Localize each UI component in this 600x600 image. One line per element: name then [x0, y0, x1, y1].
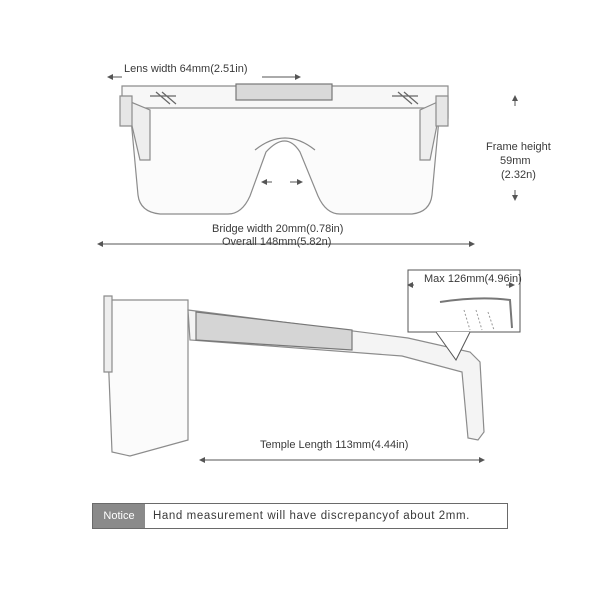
notice-bar: Notice Hand measurement will have discre… [92, 503, 508, 529]
max-length-label: Max 126mm(4.96in) [424, 273, 522, 285]
frame-height-mm: 59mm [500, 155, 531, 167]
temple-callout [407, 269, 521, 361]
front-view-glasses [119, 83, 449, 215]
frame-height-title: Frame height [486, 141, 551, 153]
bridge-width-label: Bridge width 20mm(0.78in) [212, 223, 344, 235]
temple-length-label: Temple Length 113mm(4.44in) [260, 439, 409, 451]
side-view-glasses [103, 295, 485, 457]
overall-label: Overall 148mm(5.82n) [222, 236, 332, 248]
side-dimension-lines [199, 282, 515, 463]
front-dimension-lines [97, 74, 518, 247]
notice-tag: Notice [93, 504, 145, 528]
frame-height-in: (2.32n) [501, 169, 536, 181]
lens-width-label: Lens width 64mm(2.51in) [124, 63, 248, 75]
notice-text: Hand measurement will have discrepancyof… [153, 510, 470, 522]
